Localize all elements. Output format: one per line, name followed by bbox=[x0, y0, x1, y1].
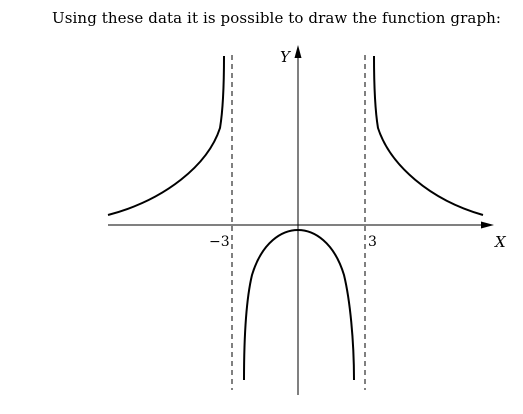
y-axis-arrow bbox=[294, 45, 302, 58]
intro-text: Using these data it is possible to draw … bbox=[52, 9, 502, 27]
x-axis-label: X bbox=[494, 233, 507, 251]
y-axis-label: Y bbox=[280, 48, 292, 66]
curve-middle-branch bbox=[243, 228, 355, 381]
tick-label-3: 3 bbox=[368, 234, 377, 250]
x-axis-arrow bbox=[481, 221, 494, 229]
tick-label-neg3: −3 bbox=[209, 234, 230, 250]
curve-left-branch bbox=[107, 55, 225, 216]
curve-right-branch bbox=[373, 55, 484, 216]
